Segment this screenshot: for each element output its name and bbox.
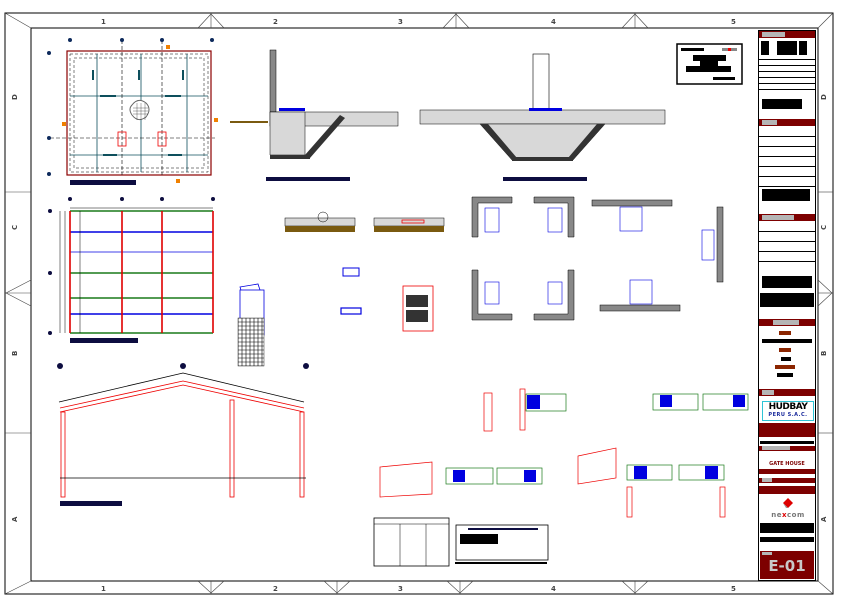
client-logo-sub: PERU S.A.C. [768, 412, 808, 418]
column-label-bottom: 5 [731, 585, 736, 593]
legend-box [676, 43, 743, 85]
row-label-right: A [820, 516, 828, 522]
approvals-header [759, 319, 815, 326]
drawing-title-header [759, 478, 815, 483]
foundation-plan [47, 38, 218, 185]
frame-elevation [57, 363, 309, 506]
references-header [759, 119, 815, 126]
consultant-logo-text: nexcom [771, 511, 805, 519]
row-label-left: B [11, 351, 19, 356]
row-label-right: C [820, 225, 828, 230]
nexcom-emblem-icon [783, 498, 793, 508]
row-label-left: A [11, 516, 19, 522]
client-logo: HUDBAY PERU S.A.C. [762, 401, 814, 421]
consultant-logo: nexcom [763, 498, 813, 520]
row-label-left: C [11, 225, 19, 230]
project-name: GATE HOUSE [769, 461, 805, 467]
column-label-top: 4 [551, 18, 556, 26]
connection-details [471, 196, 724, 321]
slab-details [284, 211, 445, 232]
roof-framing-plan [48, 197, 215, 343]
column-label-top: 1 [101, 18, 106, 26]
notes-table [373, 517, 549, 567]
project-header [759, 446, 815, 451]
revision-header [759, 31, 815, 38]
row-label-right: B [820, 351, 828, 356]
column-label-bottom: 2 [273, 585, 278, 593]
moment-connection-details [379, 388, 749, 518]
column-base-details [237, 267, 434, 367]
column-label-bottom: 3 [398, 585, 403, 593]
sheet-number: E-01 [768, 557, 806, 575]
column-label-top: 5 [731, 18, 736, 26]
inner-border [30, 27, 819, 582]
row-label-left: D [11, 94, 19, 100]
zone-dividers [5, 13, 833, 594]
notes-header [759, 214, 815, 221]
column-label-top: 3 [398, 18, 403, 26]
column-label-bottom: 1 [101, 585, 106, 593]
drawing-title [759, 486, 815, 494]
column-label-bottom: 4 [551, 585, 556, 593]
project-subtitle [759, 469, 815, 474]
client-header [759, 389, 815, 396]
client-banner [759, 423, 815, 437]
title-block: HUDBAY PERU S.A.C. GATE HOUSE nexcom E-0… [758, 30, 816, 581]
sheet-number-box: E-01 [760, 551, 814, 579]
column-label-top: 2 [273, 18, 278, 26]
client-logo-name: HUDBAY [768, 402, 808, 412]
interior-footing-section [419, 53, 666, 181]
outer-border [4, 12, 834, 595]
wall-footing-section [230, 49, 399, 181]
row-label-right: D [820, 94, 828, 100]
